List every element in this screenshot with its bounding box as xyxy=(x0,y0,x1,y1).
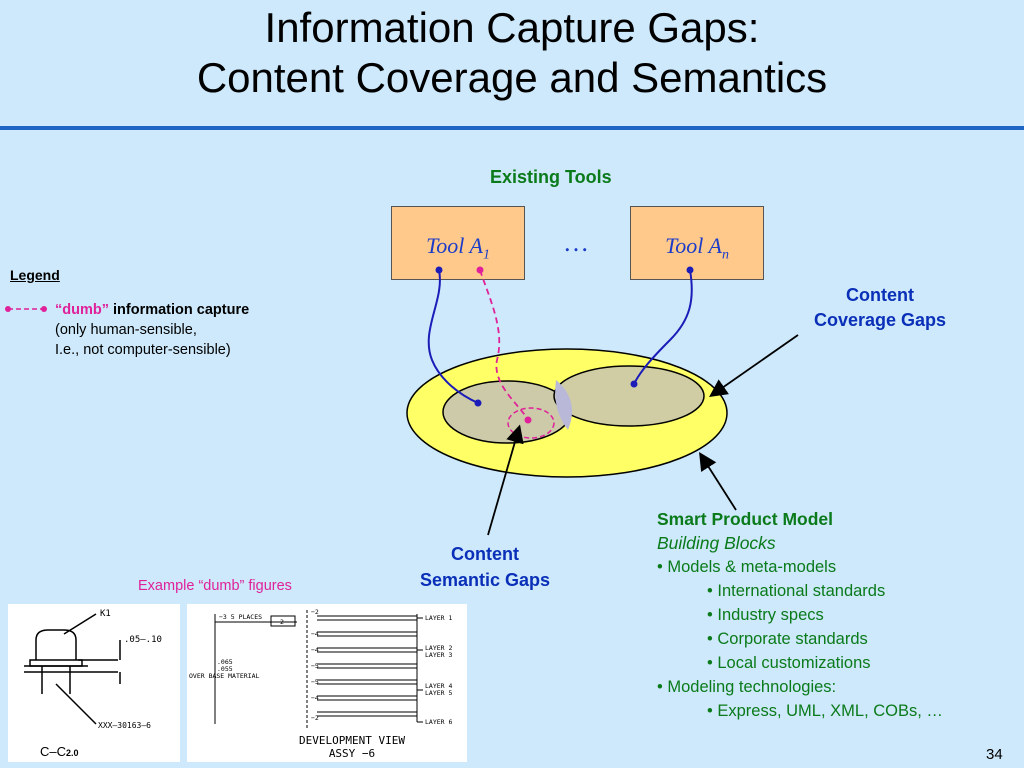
legend-sample-start xyxy=(5,306,11,312)
layer-1: LAYER 1 xyxy=(425,614,452,622)
smart-product-model-title: Smart Product Model xyxy=(657,509,833,529)
places-tag: 2 xyxy=(280,618,284,626)
legend-line-3: I.e., not computer-sensible) xyxy=(55,342,231,358)
legend-line-2: (only human-sensible, xyxy=(55,322,197,338)
title-line-1: Information Capture Gaps: xyxy=(264,4,760,51)
k1-label: K1 xyxy=(100,609,111,619)
legend-description: “dumb” information capture (only human-s… xyxy=(55,300,305,360)
spm-item-local: • Local customizations xyxy=(707,654,871,672)
dumb-link-end xyxy=(524,416,532,424)
right-figure-panel: −3 5 PLACES 2 −2 −4 −4 −5 −5 −4 −2 LAYER… xyxy=(187,604,467,762)
tool-ellipsis: … xyxy=(563,228,589,257)
development-view-label: DEVELOPMENT VIEW xyxy=(299,734,405,747)
spm-item-international: • International standards xyxy=(707,582,886,600)
tool-a1-solid-link xyxy=(427,269,479,404)
tool-a1-coverage-ellipse xyxy=(442,380,572,444)
spm-item-industry: • Industry specs xyxy=(707,606,824,624)
row-mark-2: −4 xyxy=(311,630,319,638)
legend-sample-end xyxy=(41,306,47,312)
building-blocks-subtitle: Building Blocks xyxy=(657,533,776,553)
smart-model-arrow xyxy=(699,451,737,511)
figures-caption: Example “dumb” figures xyxy=(138,578,292,594)
tool-an-solid-link xyxy=(633,269,693,385)
coverage-gaps-line-1: Content xyxy=(846,285,914,305)
tool-an-coverage-ellipse xyxy=(553,365,705,427)
tool-an-box[interactable]: Tool An xyxy=(630,206,764,280)
smart-product-model-block: Smart Product Model Building Blocks • Mo… xyxy=(657,507,1017,723)
section-label-text: C–C xyxy=(40,744,67,759)
legend-line-1: “dumb” information capture xyxy=(55,300,305,320)
layer-3: LAYER 3 xyxy=(425,651,452,659)
left-figure-panel: K1 .05–.10 XXX–30163–6 xyxy=(8,604,180,762)
legend-title: Legend xyxy=(10,267,60,283)
places-label: −3 5 PLACES xyxy=(219,613,262,621)
tool-a1-dumb-link xyxy=(479,269,529,421)
base-material-label: OVER BASE MATERIAL xyxy=(189,672,260,680)
dimension-1: .065 xyxy=(217,658,233,666)
slide-title: Information Capture Gaps: Content Covera… xyxy=(0,3,1024,103)
row-mark-7: −2 xyxy=(311,714,319,722)
spm-item-modeling-tech: • Modeling technologies: xyxy=(657,678,837,696)
layer-4: LAYER 4 xyxy=(425,682,452,690)
row-mark-1: −2 xyxy=(311,608,319,616)
component-drawing: K1 .05–.10 XXX–30163–6 xyxy=(24,609,162,730)
legend-dumb-word: “dumb” xyxy=(55,302,109,318)
semantic-gaps-line-2: Semantic Gaps xyxy=(419,570,551,590)
development-view-drawing: −3 5 PLACES 2 −2 −4 −4 −5 −5 −4 −2 LAYER… xyxy=(189,608,452,760)
existing-tools-label: Existing Tools xyxy=(490,167,612,187)
tool-a1-box[interactable]: Tool A1 xyxy=(391,206,525,280)
semantic-gaps-arrow xyxy=(487,424,524,536)
row-mark-5: −5 xyxy=(311,678,319,686)
row-mark-6: −4 xyxy=(311,694,319,702)
content-coverage-gaps-label: Content Coverage Gaps xyxy=(790,283,970,333)
spm-item-models: • Models & meta-models xyxy=(657,558,837,576)
dimension-label: .05–.10 xyxy=(124,635,162,645)
tool-an-link-start xyxy=(686,266,694,274)
title-line-2: Content Coverage and Semantics xyxy=(196,54,828,101)
title-divider xyxy=(0,126,1024,130)
tool-an-label: Tool An xyxy=(665,233,729,263)
layer-6: LAYER 6 xyxy=(425,718,452,726)
tool-an-link-end xyxy=(630,380,638,388)
content-semantic-gaps-label: Content Semantic Gaps xyxy=(395,541,575,593)
page-number: 34 xyxy=(986,746,1003,763)
part-number-label: XXX–30163–6 xyxy=(98,721,151,730)
tool-a1-link-end xyxy=(474,399,482,407)
section-label-sub: 2.0 xyxy=(66,748,79,758)
coverage-gaps-arrow xyxy=(709,334,799,398)
layer-2: LAYER 2 xyxy=(425,644,452,652)
section-label: C–C2.0 xyxy=(40,744,79,759)
layer-5: LAYER 5 xyxy=(425,689,452,697)
coverage-gaps-line-2: Coverage Gaps xyxy=(813,310,947,330)
semantic-gaps-line-1: Content xyxy=(451,544,519,564)
legend-capture-text: information capture xyxy=(108,302,250,318)
tool-a1-label: Tool A1 xyxy=(426,233,490,263)
row-mark-4: −5 xyxy=(311,662,319,670)
tool-a1-link-start xyxy=(435,266,443,274)
assembly-label: ASSY −6 xyxy=(329,747,375,760)
coverage-overlap xyxy=(555,380,572,430)
spm-item-express: • Express, UML, XML, COBs, … xyxy=(707,702,943,720)
dumb-link-start xyxy=(476,266,484,274)
spm-item-corporate: • Corporate standards xyxy=(707,630,868,648)
dumb-capture-ellipse xyxy=(507,407,555,439)
row-mark-3: −4 xyxy=(311,646,319,654)
dimension-2: .055 xyxy=(217,665,233,673)
